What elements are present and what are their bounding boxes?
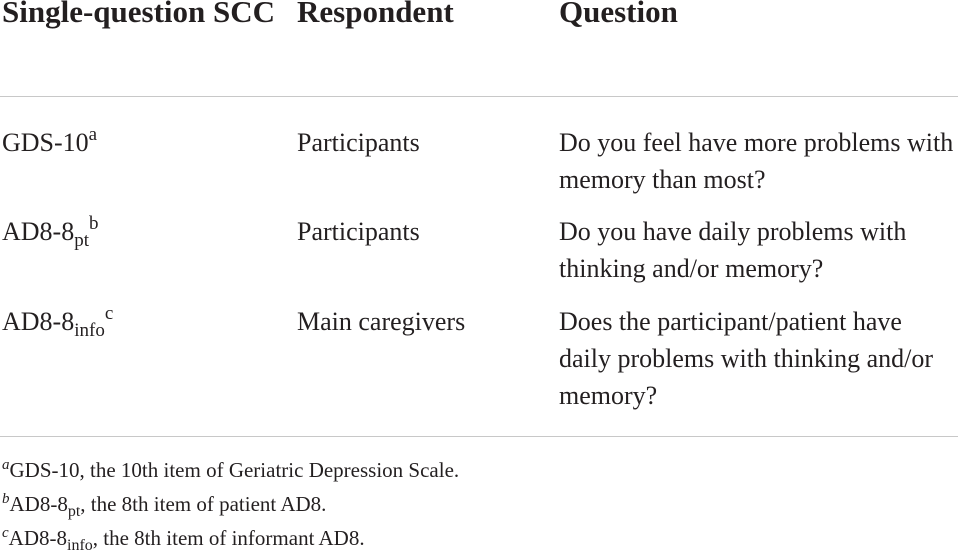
footnote-mark: c [2, 525, 9, 541]
footnote: aGDS-10, the 10th item of Geriatric Depr… [2, 453, 952, 487]
scc-cell: GDS-10a [2, 124, 282, 161]
question-cell: Do you have daily problems with thinking… [559, 217, 907, 283]
scc-subscript: info [74, 320, 105, 341]
footnote: bAD8-8pt, the 8th item of patient AD8. [2, 487, 952, 521]
footnote-text: , the 10th item of Geriatric Depression … [79, 458, 460, 482]
footnote-mark: b [2, 491, 10, 507]
scc-name: AD8-8 [2, 217, 75, 246]
question-cell: Does the participant/patient have daily … [559, 307, 934, 410]
respondent-cell: Participants [297, 128, 420, 157]
footnote-term: AD8-8 [9, 492, 68, 516]
footnote-mark: a [2, 457, 10, 473]
scc-cell: AD8-8infoc [2, 303, 282, 340]
footnote-text: , the 8th item of patient AD8. [80, 492, 327, 516]
scc-cell: AD8-8ptb [2, 213, 282, 250]
scc-superscript: b [89, 213, 99, 234]
scc-superscript: c [104, 303, 114, 324]
question-cell: Do you feel have more problems with memo… [559, 128, 954, 194]
footnote-text: , the 8th item of informant AD8. [92, 526, 365, 550]
scc-subscript: pt [74, 230, 89, 251]
scc-name: AD8-8 [2, 307, 75, 336]
table-header-row: Single-question SCC Respondent Question [0, 0, 958, 97]
footnote-term: GDS-10 [9, 458, 80, 482]
header-respondent: Respondent [297, 0, 454, 29]
respondent-cell: Participants [297, 217, 420, 246]
footnote-term-subscript: pt [67, 503, 81, 520]
respondent-cell: Main caregivers [297, 307, 466, 336]
scc-name: GDS-10 [2, 128, 89, 157]
table-footnotes: aGDS-10, the 10th item of Geriatric Depr… [2, 453, 952, 555]
header-question: Question [559, 0, 678, 29]
footnote: cAD8-8info, the 8th item of informant AD… [2, 521, 952, 555]
header-single-question-scc: Single-question SCC [2, 0, 276, 29]
table-bottom-divider [0, 436, 958, 437]
scc-superscript: a [88, 124, 98, 145]
footnote-term: AD8-8 [8, 526, 67, 550]
footnote-term-subscript: info [67, 537, 93, 554]
